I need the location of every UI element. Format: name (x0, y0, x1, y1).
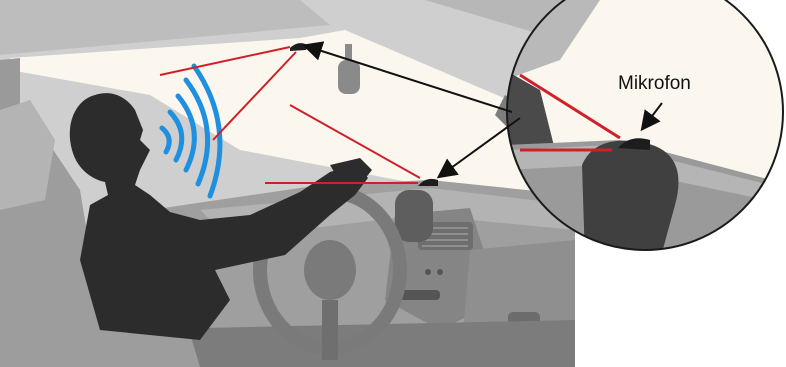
roof-headliner (0, 0, 575, 70)
car-interior (0, 0, 575, 367)
signal-line-top (159, 46, 291, 76)
sound-wave-2 (167, 109, 185, 163)
microphone-label: Mikrofon (618, 73, 691, 94)
roof-left (0, 0, 330, 55)
steering-column (322, 300, 338, 360)
callout-signal-diagonal (519, 73, 621, 140)
sound-wave-5 (191, 63, 223, 199)
signal-lines (159, 46, 421, 184)
label-arrow (640, 102, 663, 132)
callout-signal-lines (519, 73, 621, 152)
callout-roof (507, 0, 620, 80)
headrest (0, 100, 55, 210)
microphone-icon (618, 138, 650, 150)
mirror-mount (345, 44, 352, 64)
console-button (425, 269, 431, 275)
arrow-to-roof-mic (302, 41, 513, 113)
signal-line-dash (289, 104, 421, 179)
console-slot (400, 290, 440, 300)
dash-display (395, 190, 433, 242)
driver-hand (330, 158, 372, 185)
signal-line-diagonal (212, 51, 297, 141)
arrow-to-dash-mic (436, 117, 521, 179)
person-silhouette-icon (69, 93, 372, 340)
magnifier-callout-icon: Mikrofon (506, 0, 784, 251)
console-button (437, 269, 443, 275)
steering-hub (304, 240, 356, 300)
sound-wave-icon (159, 63, 223, 199)
microphone-icon-dash (418, 178, 438, 186)
connector-arrows (302, 41, 521, 179)
windshield (10, 30, 575, 200)
rearview-mirror (338, 60, 360, 94)
callout-border (506, 0, 784, 251)
sound-wave-3 (175, 93, 197, 173)
sound-wave-1 (159, 125, 172, 155)
callout-console (582, 140, 679, 250)
sound-wave-4 (183, 77, 211, 187)
